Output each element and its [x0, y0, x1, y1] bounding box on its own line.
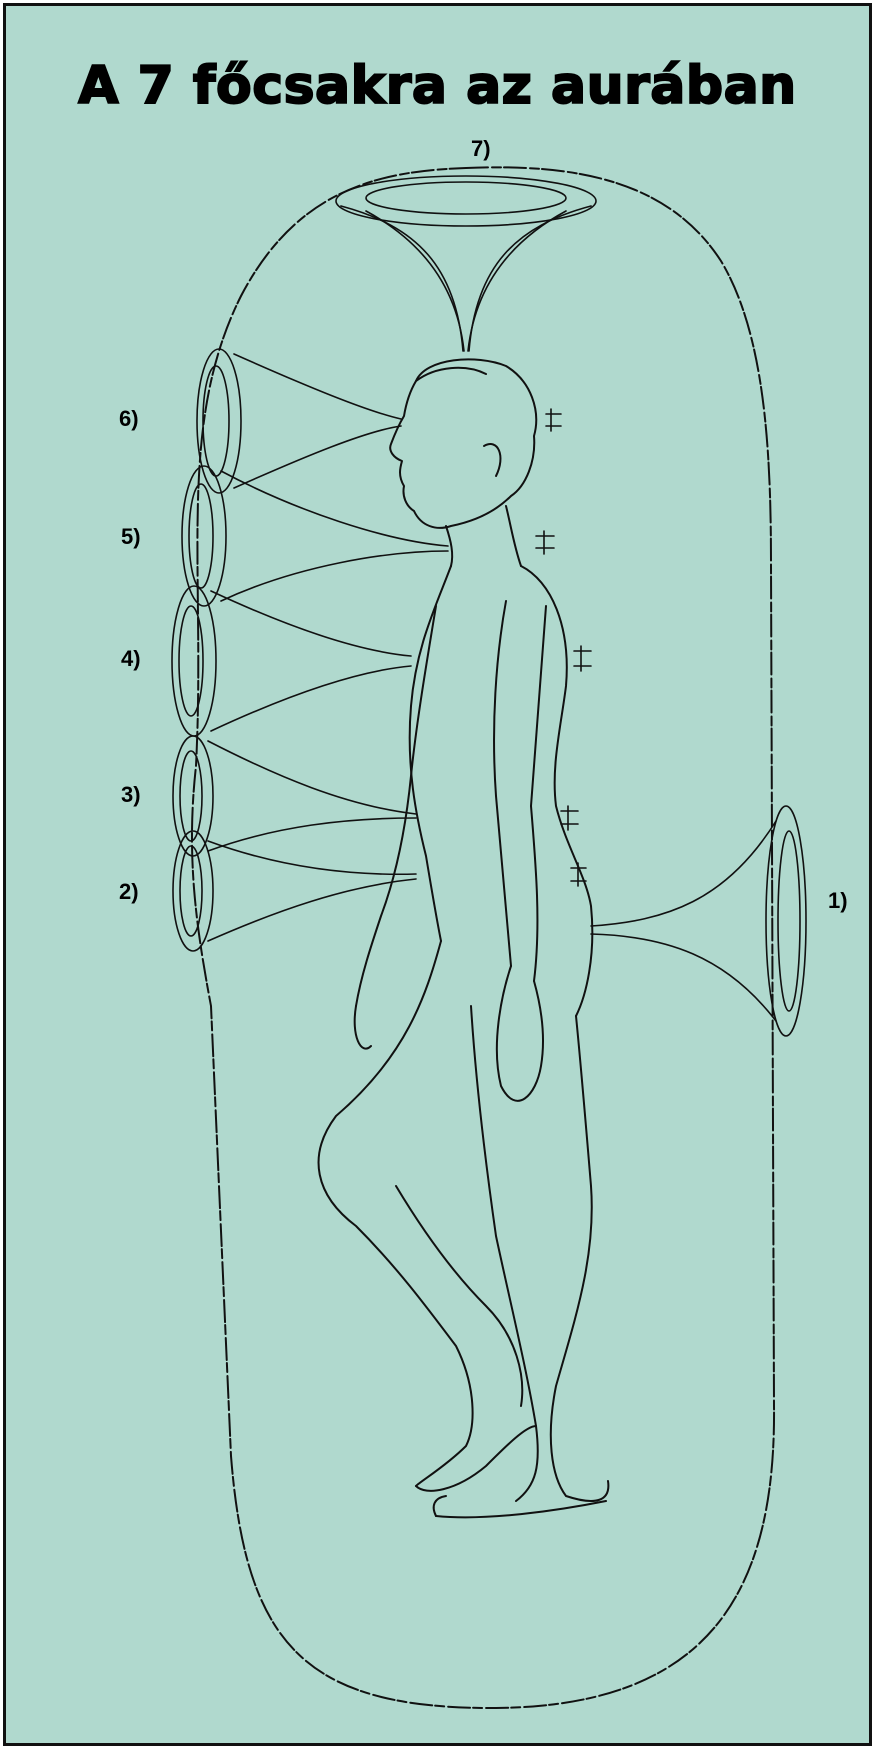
chakra-1-root-funnel: [591, 806, 806, 1036]
chakra-4-label: 4): [121, 646, 141, 672]
chakra-4-heart-funnel: [172, 586, 591, 736]
chakra-3-label: 3): [121, 782, 141, 808]
aura-outline: [192, 167, 774, 1708]
chakra-7-crown-funnel: [336, 176, 596, 351]
chakra-3-solar-funnel: [173, 736, 578, 856]
chakra-2-label: 2): [119, 879, 139, 905]
diagram-frame: A 7 főcsakra az aurában: [3, 3, 872, 1746]
chakra-6-label: 6): [119, 406, 139, 432]
chakra-5-label: 5): [121, 524, 141, 550]
chakra-7-label: 7): [471, 136, 491, 162]
human-figure: [319, 359, 609, 1517]
chakra-2-sacral-funnel: [173, 831, 586, 951]
aura-figure-drawing: [6, 6, 869, 1743]
chakra-6-brow-funnel: [197, 349, 561, 493]
chakra-1-label: 1): [828, 888, 848, 914]
